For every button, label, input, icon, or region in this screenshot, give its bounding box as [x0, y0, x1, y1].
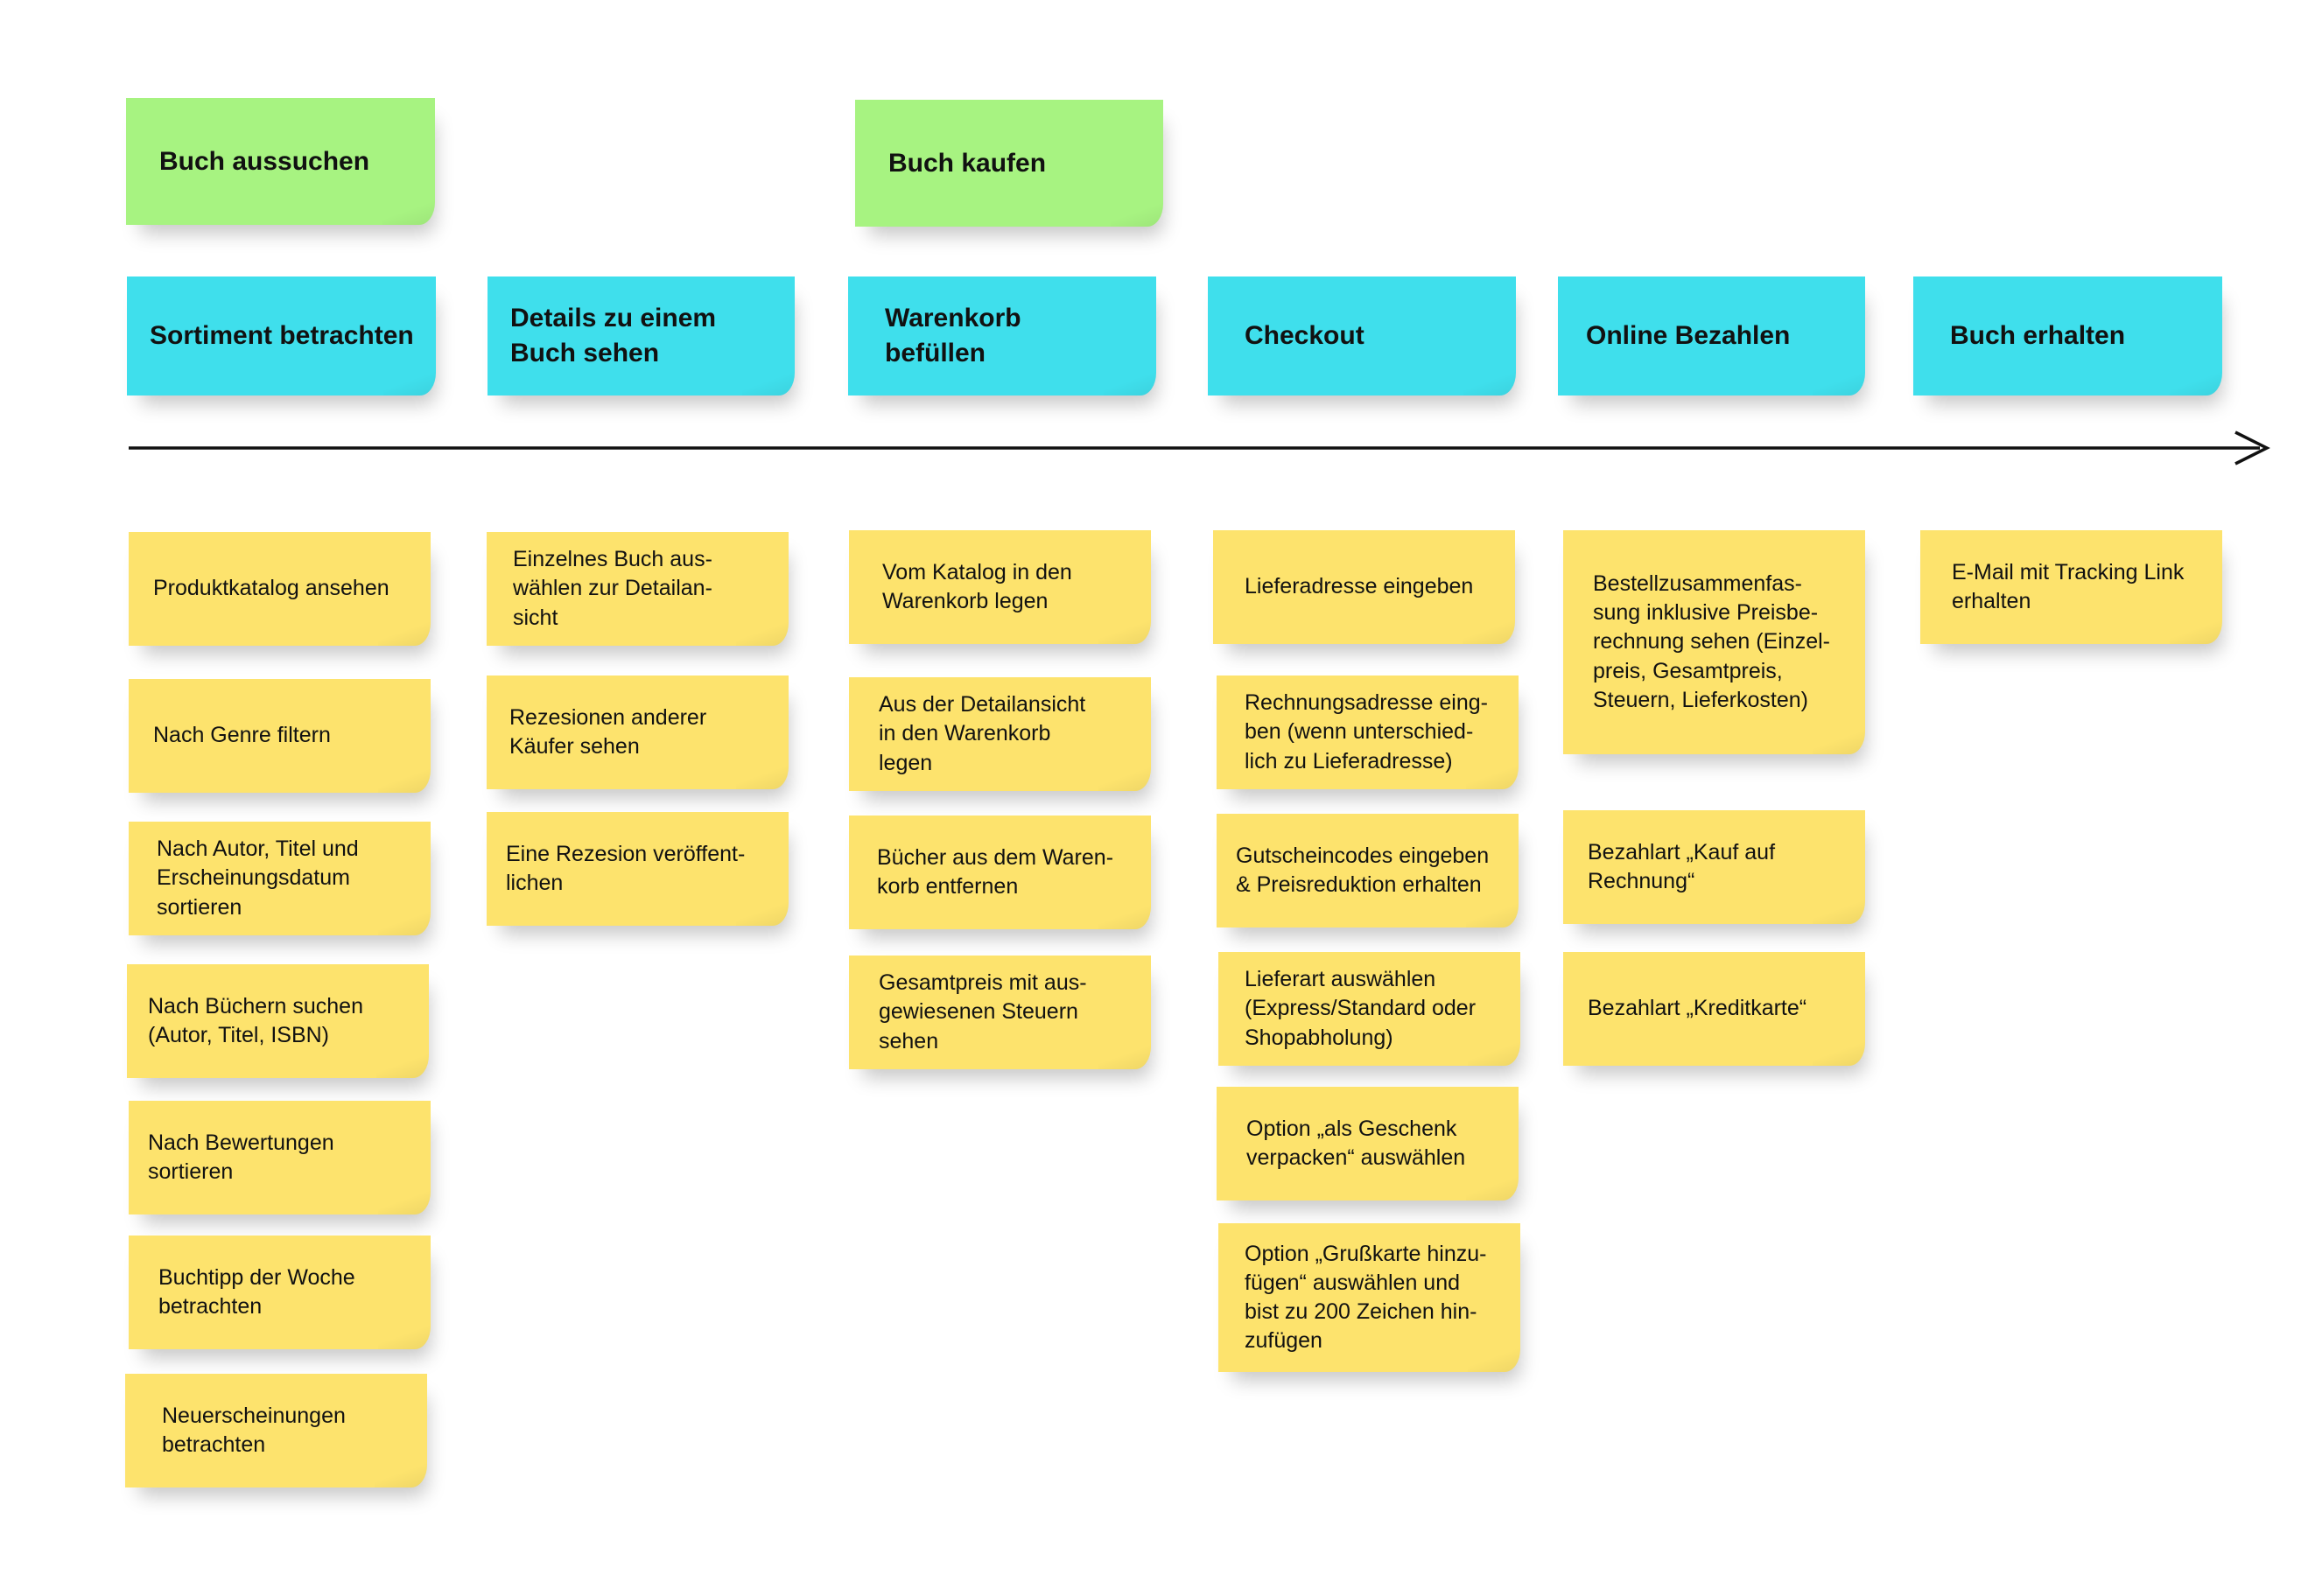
story-note[interactable]: Produktkatalog ansehen — [129, 532, 431, 646]
arrowhead-icon — [2234, 430, 2270, 466]
step-note-warenkorb[interactable]: Warenkorb befüllen — [848, 276, 1156, 396]
story-note[interactable]: Bücher aus dem Waren- korb entfernen — [849, 816, 1151, 929]
story-note[interactable]: Bezahlart „Kreditkarte“ — [1563, 952, 1865, 1066]
step-note-details[interactable]: Details zu einem Buch sehen — [488, 276, 795, 396]
activity-note-buch-kaufen[interactable]: Buch kaufen — [855, 100, 1163, 227]
step-note-checkout[interactable]: Checkout — [1208, 276, 1516, 396]
story-note[interactable]: Vom Katalog in den Warenkorb legen — [849, 530, 1151, 644]
story-note[interactable]: Option „als Geschenk verpacken“ auswähle… — [1217, 1087, 1519, 1200]
story-note[interactable]: Eine Rezesion veröffent- lichen — [487, 812, 789, 926]
story-note[interactable]: Gesamtpreis mit aus- gewiesenen Steuern … — [849, 956, 1151, 1069]
story-note[interactable]: Bezahlart „Kauf auf Rechnung“ — [1563, 810, 1865, 924]
step-note-buch-erhalten[interactable]: Buch erhalten — [1913, 276, 2222, 396]
story-note[interactable]: Neuerscheinungen betrachten — [125, 1374, 427, 1488]
story-note[interactable]: Einzelnes Buch aus- wählen zur Detailan-… — [487, 532, 789, 646]
story-note[interactable]: Nach Genre filtern — [129, 679, 431, 793]
story-note[interactable]: Lieferart auswählen (Express/Standard od… — [1218, 952, 1520, 1066]
story-note[interactable]: Nach Bewertungen sortieren — [129, 1101, 431, 1214]
story-note[interactable]: Rezesionen anderer Käufer sehen — [487, 676, 789, 789]
story-note[interactable]: E-Mail mit Tracking Link erhalten — [1920, 530, 2222, 644]
story-note[interactable]: Nach Büchern suchen (Autor, Titel, ISBN) — [127, 964, 429, 1078]
activity-note-buch-aussuchen[interactable]: Buch aussuchen — [126, 98, 435, 225]
story-note[interactable]: Lieferadresse eingeben — [1213, 530, 1515, 644]
story-note[interactable]: Buchtipp der Woche betrachten — [129, 1236, 431, 1349]
story-note[interactable]: Option „Grußkarte hinzu- fügen“ auswähle… — [1218, 1223, 1520, 1372]
story-note[interactable]: Nach Autor, Titel und Erscheinungsdatum … — [129, 822, 431, 935]
story-note[interactable]: Aus der Detailansicht in den Warenkorb l… — [849, 677, 1151, 791]
story-note[interactable]: Gutscheincodes eingeben & Preisreduktion… — [1217, 814, 1519, 928]
step-note-sortiment[interactable]: Sortiment betrachten — [127, 276, 436, 396]
story-note[interactable]: Bestellzusammenfas- sung inklusive Preis… — [1563, 530, 1865, 754]
step-note-online-bezahlen[interactable]: Online Bezahlen — [1558, 276, 1865, 396]
story-note[interactable]: Rechnungsadresse eing- ben (wenn untersc… — [1217, 676, 1519, 789]
